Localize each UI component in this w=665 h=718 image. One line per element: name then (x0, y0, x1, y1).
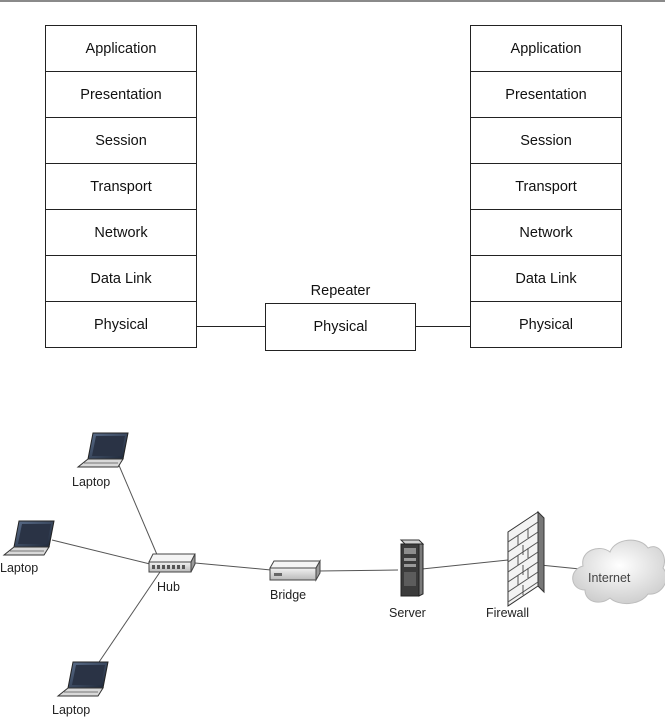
link-hub-bridge (194, 562, 272, 571)
firewall-label: Firewall (486, 606, 530, 620)
layer-transport-left: Transport (46, 164, 196, 210)
layer-application-left: Application (46, 26, 196, 72)
top-rule (0, 0, 665, 2)
osi-stack-right: Application Presentation Session Transpo… (470, 25, 622, 348)
hub-icon (148, 553, 196, 573)
layer-presentation-right: Presentation (471, 72, 621, 118)
layer-data-link-right: Data Link (471, 256, 621, 302)
bridge-label: Bridge (270, 588, 307, 602)
internet-label: Internet (588, 571, 631, 585)
layer-network-left: Network (46, 210, 196, 256)
osi-stack-left: Application Presentation Session Transpo… (45, 25, 197, 348)
layer-network-right: Network (471, 210, 621, 256)
layer-transport-right: Transport (471, 164, 621, 210)
layer-data-link-left: Data Link (46, 256, 196, 302)
server-label: Server (389, 606, 426, 620)
hub-label: Hub (157, 580, 180, 594)
link-laptop-bottom-hub (94, 571, 161, 669)
laptop-top-label: Laptop (72, 475, 111, 489)
layer-physical-right: Physical (471, 302, 621, 348)
link-bridge-server (317, 569, 399, 572)
layer-presentation-left: Presentation (46, 72, 196, 118)
layer-application-right: Application (471, 26, 621, 72)
layer-physical-left: Physical (46, 302, 196, 348)
link-server-firewall (421, 559, 509, 570)
repeater-title: Repeater (310, 283, 371, 299)
repeater-physical-box: Physical (265, 303, 416, 351)
laptop-middle-icon (2, 520, 55, 556)
laptop-bottom-icon (56, 661, 109, 697)
laptop-top-icon (76, 432, 129, 468)
internet-cloud-icon (572, 539, 665, 604)
firewall-icon (507, 510, 545, 607)
laptop-bottom-label: Laptop (52, 703, 91, 717)
link-laptop-top-hub (117, 462, 159, 558)
server-icon (399, 539, 425, 597)
link-left-to-repeater (196, 326, 265, 327)
bridge-icon (269, 559, 321, 582)
laptop-middle-label: Laptop (0, 561, 39, 575)
link-repeater-to-right (415, 326, 470, 327)
layer-session-left: Session (46, 118, 196, 164)
link-laptop-middle-hub (51, 539, 151, 565)
layer-session-right: Session (471, 118, 621, 164)
